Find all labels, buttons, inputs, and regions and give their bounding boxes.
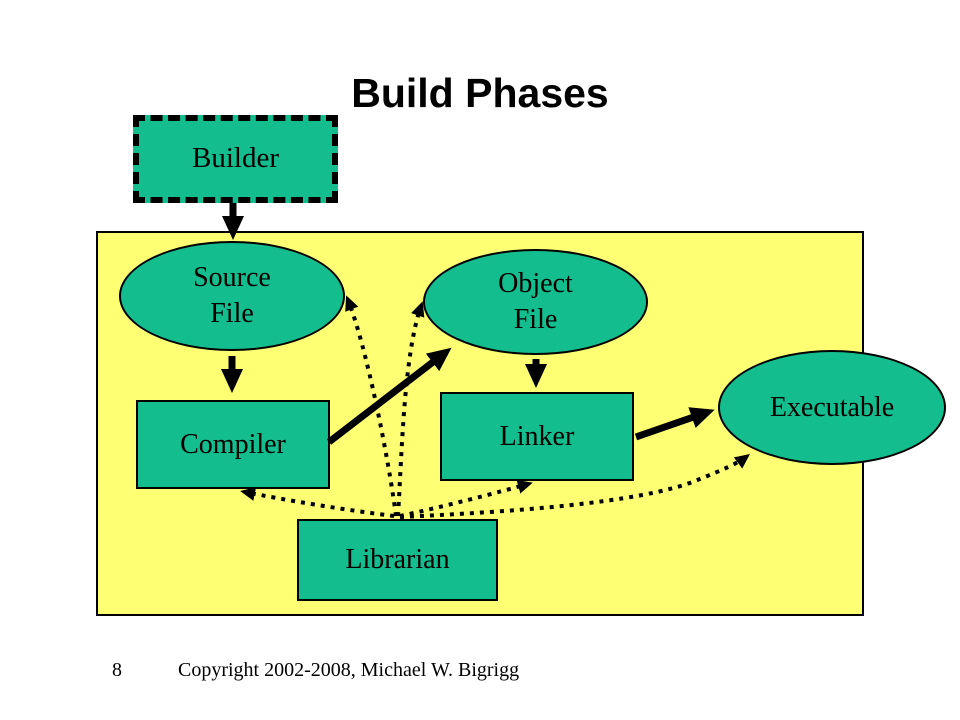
node-source-file-label-line2: File xyxy=(210,298,254,329)
page-number: 8 xyxy=(112,659,122,681)
node-object-file-label-line2: File xyxy=(513,304,558,335)
node-linker: Linker xyxy=(440,392,634,481)
node-compiler: Compiler xyxy=(136,400,330,489)
slide-title: Build Phases xyxy=(351,70,609,116)
node-source-file: Source File xyxy=(119,241,345,351)
node-builder-label: Builder xyxy=(192,142,279,175)
node-executable: Executable xyxy=(718,350,946,465)
node-object-file-label-line1: Object xyxy=(498,268,573,300)
node-linker-label: Linker xyxy=(499,420,575,452)
node-source-file-label-line1: Source xyxy=(193,262,271,294)
node-librarian-label: Librarian xyxy=(345,544,450,576)
node-librarian: Librarian xyxy=(297,519,498,601)
copyright-text: Copyright 2002-2008, Michael W. Bigrigg xyxy=(178,659,520,681)
node-compiler-label: Compiler xyxy=(180,428,286,460)
node-builder: Builder xyxy=(133,115,338,203)
node-executable-label: Executable xyxy=(769,391,895,423)
node-object-file: Object File xyxy=(423,249,648,355)
